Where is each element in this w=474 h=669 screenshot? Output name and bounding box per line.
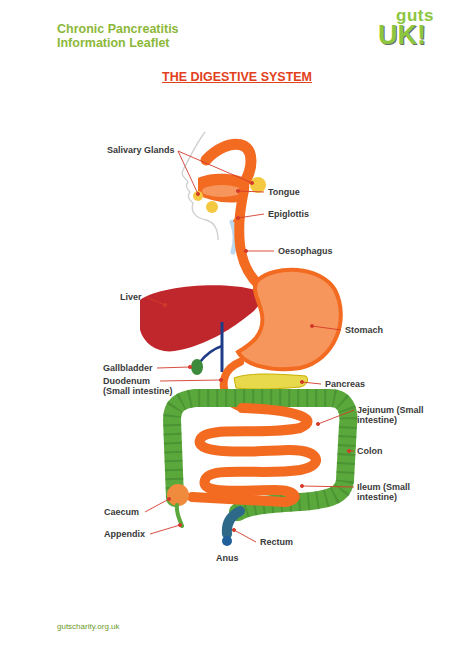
diagram-title: THE DIGESTIVE SYSTEM — [162, 70, 312, 84]
liver-shape — [140, 285, 263, 351]
stomach-shape — [238, 270, 341, 369]
part-label: Appendix — [104, 529, 145, 539]
rectum-tube — [227, 511, 240, 534]
salivary-gland — [193, 191, 203, 201]
part-label: Anus — [216, 553, 239, 563]
tongue-shape — [202, 185, 242, 197]
part-label: Salivary Glands — [107, 145, 175, 155]
leader-lines — [145, 151, 354, 542]
caecum-shape — [167, 484, 189, 506]
appendix-shape — [177, 505, 182, 526]
part-label: Duodenum (Small intestine) — [103, 376, 177, 397]
epiglottis-flap — [234, 214, 240, 222]
part-label: Tongue — [268, 187, 300, 197]
part-label: Stomach — [345, 325, 383, 335]
footer-url: gutscharity.org.uk — [57, 622, 120, 631]
part-label: Liver — [120, 292, 142, 302]
part-label: Ileum (Small intestine) — [357, 482, 437, 503]
part-label: Epiglottis — [268, 209, 309, 219]
leaflet-header: Chronic Pancreatitis Information Leaflet — [57, 22, 207, 51]
colon-tube — [172, 398, 348, 512]
part-label: Caecum — [104, 507, 139, 517]
part-label: Jejunum (Small intestine) — [357, 405, 437, 426]
pancreas-shape — [234, 374, 308, 389]
salivary-gland — [206, 201, 218, 213]
anus-shape — [222, 536, 232, 546]
oesophagus-tube — [239, 190, 262, 288]
cystic-duct — [200, 346, 222, 362]
part-label: Rectum — [260, 537, 293, 547]
part-label: Oesophagus — [278, 246, 333, 256]
small-intestine — [192, 408, 316, 502]
part-label: Colon — [357, 446, 383, 456]
part-label: Gallbladder — [103, 363, 153, 373]
logo-text: UK! — [378, 20, 426, 51]
salivary-gland — [250, 177, 266, 193]
part-label: Pancreas — [325, 379, 365, 389]
gallbladder-shape — [191, 359, 203, 375]
colon-folds — [172, 398, 348, 512]
